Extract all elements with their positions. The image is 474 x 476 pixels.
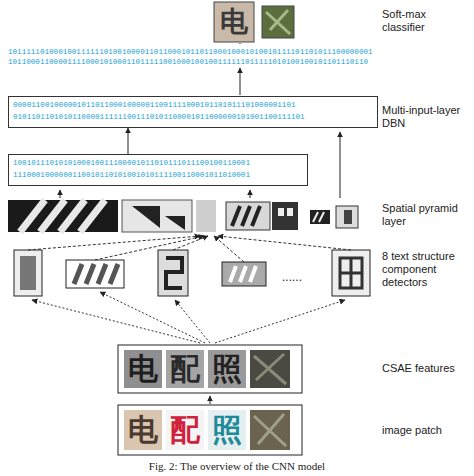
texture	[254, 414, 286, 446]
feature-image	[250, 350, 290, 388]
dotted-arrow	[32, 292, 345, 343]
binary-code-box: 1001011101010100010011100001011010111011…	[8, 154, 308, 186]
binary-code: 0000110010000010110110001000001100111100…	[13, 99, 373, 111]
texture	[266, 10, 290, 34]
character-patch: 配	[166, 410, 204, 450]
layer-label: image patch	[382, 424, 470, 437]
layer-label: Multi-input-layer DBN	[382, 104, 470, 130]
character-patch: 照	[208, 350, 246, 388]
spatial-pyramid	[8, 200, 358, 232]
flow-arrow	[128, 128, 129, 154]
feature-frame	[118, 345, 302, 393]
layer-label: Spatial pyramid layer	[382, 202, 470, 228]
binary-code-box: 0000110010000010110110001000001100111100…	[8, 96, 378, 128]
character-patch: 电	[216, 4, 252, 40]
patch-frame	[118, 405, 302, 455]
binary-code: 1110001000000110010110101001010111100110…	[13, 169, 303, 181]
arrow	[240, 43, 241, 44]
arrow	[250, 190, 251, 198]
arrow	[340, 132, 341, 198]
binary-code: 0101101101010110000111111001110101100001…	[13, 111, 373, 123]
binary-code: 1011000110000111100010100011011111001000…	[8, 56, 368, 68]
layer-label: CSAE features	[382, 362, 470, 375]
output-image	[262, 6, 294, 38]
arrow	[60, 190, 61, 198]
figure-caption: Fig. 2: The overview of the CNN model	[0, 460, 474, 472]
output-image	[214, 2, 254, 42]
character-patch: 电	[124, 350, 162, 388]
arrow	[210, 396, 211, 404]
dashed-arrow	[28, 236, 351, 262]
character-patch: 照	[208, 410, 246, 450]
layer-label: Soft-max classifier	[382, 8, 470, 34]
detector-images	[14, 250, 370, 296]
arrow	[240, 68, 241, 95]
layer-label: ......	[282, 270, 302, 284]
texture	[254, 354, 286, 384]
character-patch: 配	[166, 350, 204, 388]
character-patch: 电	[124, 410, 162, 450]
binary-code: 1001011101010100010011100001011010111011…	[13, 157, 303, 169]
patch-image	[250, 410, 290, 450]
binary-code: 1011111010001001111110100100001101100010…	[8, 46, 373, 58]
layer-label: 8 text structure component detectors	[382, 250, 470, 290]
